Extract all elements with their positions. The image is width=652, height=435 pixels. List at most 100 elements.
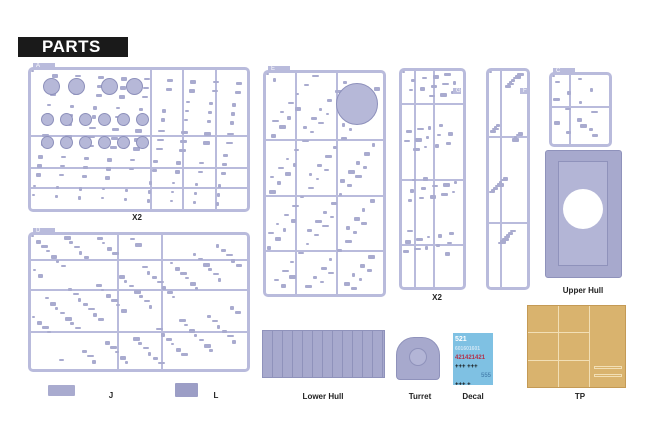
sprue-part (321, 267, 327, 270)
decal-number-601: 601601601 (455, 346, 481, 352)
sprue-part (222, 330, 227, 333)
sprue-part (198, 258, 203, 260)
sprue-part (212, 90, 218, 92)
sprue-part (230, 306, 234, 310)
sprue-part (449, 232, 454, 235)
sprue-part (495, 185, 501, 187)
turret-label: Turret (408, 392, 432, 401)
sprue-part (510, 230, 516, 232)
sprue-runner (266, 249, 383, 252)
sprue-part (500, 240, 506, 244)
sprue-part (216, 244, 219, 248)
sprue-part (327, 99, 332, 102)
road-wheel (98, 113, 111, 126)
sprue-part (32, 194, 35, 196)
sprue-part (555, 81, 560, 83)
sprue-part (142, 266, 148, 268)
road-wheel (101, 78, 118, 95)
sprue-part (288, 102, 294, 104)
sprue-part (96, 94, 102, 97)
sprue-part (310, 131, 314, 133)
sprue-part (121, 309, 127, 313)
sprue-part (209, 349, 213, 352)
sprue-part (446, 142, 451, 145)
sprue-runner (266, 139, 383, 142)
sprue-runner (182, 70, 185, 209)
sprue-part (345, 240, 352, 243)
road-wheel (68, 78, 85, 95)
sprue-part (580, 124, 587, 128)
sprue-part (175, 267, 180, 271)
sprue-runner (117, 235, 120, 369)
sprue-part (591, 111, 598, 113)
sprue-part (221, 172, 226, 175)
sprue-part (416, 238, 423, 241)
sprue-part (31, 235, 34, 237)
sprue-part (79, 251, 82, 255)
sprue-part (124, 280, 127, 283)
sprue-part (328, 272, 334, 274)
sprue-part (83, 303, 88, 306)
sprue-part (153, 160, 158, 163)
sprue-part (360, 264, 365, 268)
sprue-part (170, 200, 173, 202)
sprue-part (515, 75, 521, 79)
sprue-part (37, 164, 42, 168)
sprue-part (592, 134, 598, 137)
sprue-part (372, 143, 375, 147)
sprue-part (425, 246, 428, 250)
sprue-part (60, 312, 65, 314)
sprue-part (139, 295, 143, 298)
sprue-part (408, 199, 412, 202)
sprue-part (282, 270, 289, 272)
sprue-part (414, 248, 421, 250)
sprue-part (290, 261, 294, 263)
sprue-runner (336, 73, 339, 294)
sprue-part (448, 132, 453, 136)
sprue-part (498, 242, 503, 244)
sprue-part (277, 181, 281, 185)
sprue-part (74, 246, 80, 248)
sprue-part (230, 121, 234, 125)
sprue-part (420, 87, 425, 91)
sprue-part (333, 146, 337, 149)
sprue-part (340, 179, 345, 183)
sprue-part (193, 201, 196, 204)
sprue-part (130, 238, 135, 240)
sprue-part (217, 325, 220, 329)
sprue-part (491, 189, 495, 193)
sprue-part (213, 273, 219, 275)
road-wheel (136, 136, 149, 149)
sprue-part (75, 75, 81, 77)
sprue-part (405, 240, 411, 244)
part-j (48, 385, 75, 396)
sprue-part (110, 146, 117, 149)
sprue-part (326, 113, 329, 115)
sprue-part (296, 93, 299, 95)
sprue-part (267, 246, 271, 250)
sprue-part (36, 173, 41, 177)
sprue-runner (552, 106, 609, 109)
sprue-part (415, 138, 422, 142)
sprue-part (235, 311, 241, 314)
sprue-part (70, 322, 74, 325)
sprue-part (368, 255, 375, 259)
sprue-part (316, 178, 319, 180)
sprue-part (110, 346, 117, 349)
sprue-part (47, 104, 51, 106)
sprue-part (404, 140, 410, 142)
sprue-part (64, 236, 71, 240)
sprue-part (181, 131, 188, 134)
sprue-part (443, 183, 450, 187)
sprue-part (60, 165, 65, 167)
sprue-part (231, 259, 235, 263)
sprue-part (423, 177, 428, 181)
sprue-part (120, 356, 126, 360)
sprue-part (511, 79, 515, 82)
sprue-part (278, 167, 284, 169)
sprue-part (203, 263, 210, 267)
sprue-part (421, 187, 426, 190)
sprue-part (199, 162, 204, 164)
sprue-part (97, 237, 103, 240)
sprue-part (198, 171, 203, 173)
